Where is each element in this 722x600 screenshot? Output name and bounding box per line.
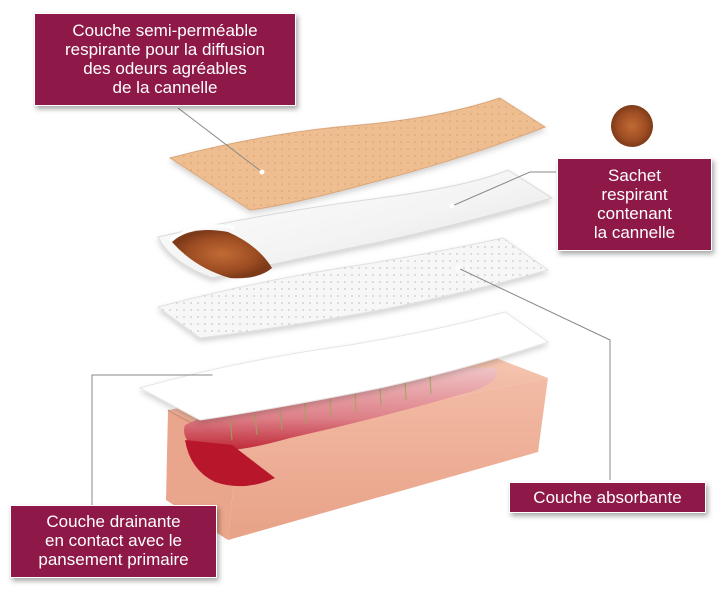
wound <box>184 367 498 487</box>
label-cinnamon-sachet: Sachet respirant contenant la cannelle <box>557 158 712 251</box>
cinnamon-sachet <box>157 169 554 279</box>
cinnamon-powder-icon <box>611 105 653 147</box>
label-semi-permeable-layer: Couche semi-perméable respirante pour la… <box>34 13 296 106</box>
label-drainage-layer: Couche drainante en contact avec le pans… <box>10 505 217 578</box>
leader-lines <box>91 107 611 505</box>
label-absorbent-layer: Couche absorbante <box>509 482 706 513</box>
drainage-layer <box>138 311 550 421</box>
